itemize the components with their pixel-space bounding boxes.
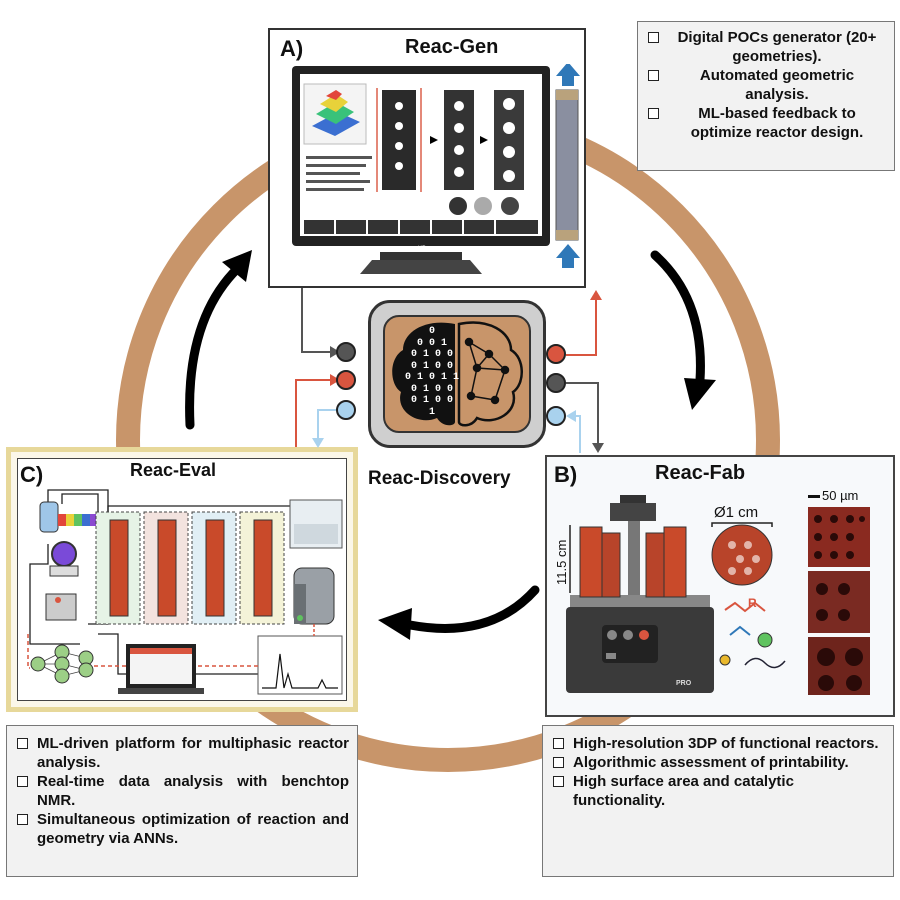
reac-eval-setup xyxy=(27,489,343,695)
hub-ports xyxy=(336,342,566,426)
reac-fab-note: High surface area and catalytic function… xyxy=(551,772,885,810)
reac-gen-monitor: KD xyxy=(292,64,580,274)
printed-reactors xyxy=(579,526,687,598)
text-bars xyxy=(306,156,372,191)
panel-c-title: Reac-Eval xyxy=(130,460,217,480)
panel-b-letter: B) xyxy=(554,462,578,487)
reac-eval-note: ML-driven platform for multiphasic react… xyxy=(15,734,349,772)
brain-icon xyxy=(392,321,523,427)
arrow-c-to-a xyxy=(185,250,252,430)
reac-eval-notes: ML-driven platform for multiphasic react… xyxy=(6,725,358,877)
up-arrow-icon-bottom xyxy=(556,244,580,268)
arrow-a-to-b xyxy=(650,250,716,410)
arrow-b-to-c xyxy=(378,585,540,640)
hub-label: Reac-Discovery xyxy=(368,468,511,489)
monitor-stand xyxy=(360,260,482,274)
reactor-columns xyxy=(95,511,285,625)
reactor-geometry-sequence xyxy=(376,88,524,215)
molecule-r-label: R xyxy=(748,596,757,610)
3d-printer-image xyxy=(566,495,714,693)
reac-gen-note: Automated geometric analysis. xyxy=(646,66,886,104)
gas-cylinder-images xyxy=(39,501,98,533)
panel-c-letter: C) xyxy=(20,462,44,487)
nmr-instrument-image xyxy=(289,499,343,625)
port-gray-left xyxy=(336,342,356,362)
reac-eval-note: Real-time data analysis with benchtop NM… xyxy=(15,772,349,810)
reactor-crosssection-image xyxy=(711,522,773,586)
port-red-right xyxy=(546,344,566,364)
reac-fab-notes: High-resolution 3DP of functional reacto… xyxy=(542,725,894,877)
binary-code: 0 0 0 1 0 1 0 0 0 1 0 0 0 1 0 1 1 0 1 0 … xyxy=(404,326,459,418)
reac-gen-note: ML-based feedback to optimize reactor de… xyxy=(646,104,886,142)
pump-images xyxy=(45,541,79,621)
up-arrow-icon xyxy=(556,64,580,86)
height-label: 11.5 cm xyxy=(554,540,569,585)
port-gray-right xyxy=(546,373,566,393)
monitor-brand: KD xyxy=(418,246,427,252)
scale-bar-label: 50 µm xyxy=(822,488,858,503)
microscope-images xyxy=(808,495,870,695)
tall-reactor-image xyxy=(555,64,580,268)
neural-network-icon xyxy=(30,644,94,684)
panel-a-letter: A) xyxy=(280,36,304,61)
port-blue-left xyxy=(336,400,356,420)
printer-badge: PRO xyxy=(676,680,692,687)
reac-gen-note: Digital POCs generator (20+ geometries). xyxy=(646,28,886,66)
reac-gen-notes: Digital POCs generator (20+ geometries).… xyxy=(637,21,895,171)
port-blue-right xyxy=(546,406,566,426)
reac-fab-note: Algorithmic assessment of printability. xyxy=(551,753,885,772)
reac-fab-illustration: 11.5 cm Ø1 cm R 50 µm PRO xyxy=(554,488,870,695)
geometry-thumbnails xyxy=(304,220,538,234)
panel-b-title: Reac-Fab xyxy=(655,462,746,484)
diameter-label: Ø1 cm xyxy=(714,504,758,521)
laptop-image xyxy=(118,644,204,694)
reac-fab-note: High-resolution 3DP of functional reacto… xyxy=(551,734,885,753)
molecule-sketches xyxy=(719,601,786,669)
reac-eval-note: Simultaneous optimization of reaction an… xyxy=(15,810,349,848)
nmr-spectrum-image xyxy=(257,635,343,695)
panel-a-title: Reac-Gen xyxy=(405,36,499,58)
port-red-left xyxy=(336,370,356,390)
surface-plot-image xyxy=(303,83,367,145)
